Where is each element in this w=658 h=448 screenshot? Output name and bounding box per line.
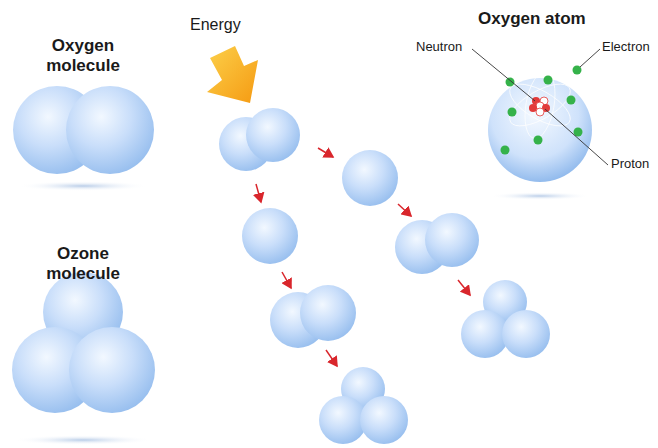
ozone-molecule-large <box>12 272 155 413</box>
leader-lines <box>472 49 608 165</box>
molecule-title: Ozone molecule <box>20 244 146 283</box>
part-label: Proton <box>611 157 649 172</box>
oxygen-molecule-large <box>13 86 154 174</box>
shadows <box>13 181 590 445</box>
atom-title: Oxygen atom <box>478 9 586 29</box>
part-label: Electron <box>602 40 650 55</box>
energy-label: Energy <box>190 16 241 34</box>
oxygen-atom <box>488 66 592 183</box>
part-label: Neutron <box>416 40 462 55</box>
molecule-title: Oxygen molecule <box>20 36 146 75</box>
energy-arrow <box>207 46 258 103</box>
reaction-arrows <box>256 148 470 366</box>
